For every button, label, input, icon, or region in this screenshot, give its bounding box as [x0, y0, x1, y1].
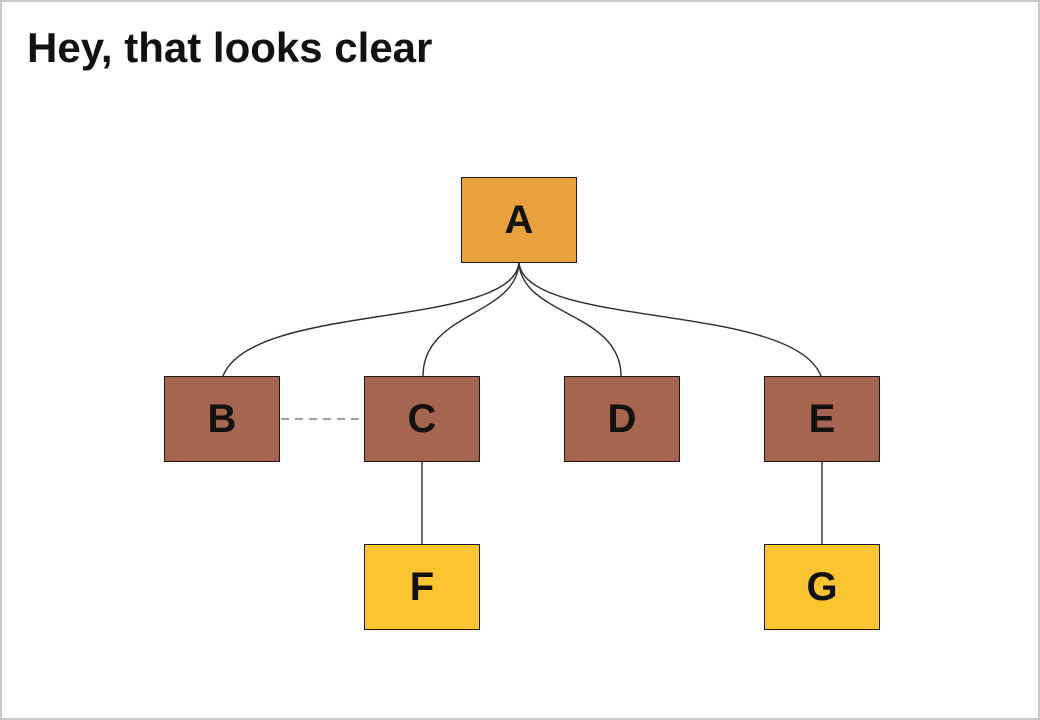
node-f[interactable]: F	[364, 544, 480, 630]
edge-a-d	[518, 262, 622, 377]
edge-a-c	[422, 262, 520, 377]
edge-a-e	[518, 262, 822, 377]
node-g-label: G	[806, 564, 838, 609]
node-a[interactable]: A	[461, 177, 577, 263]
node-e[interactable]: E	[764, 376, 880, 462]
node-g[interactable]: G	[764, 544, 880, 630]
node-b-label: B	[207, 396, 237, 441]
node-d-label: D	[607, 396, 637, 441]
node-b[interactable]: B	[164, 376, 280, 462]
node-f-label: F	[409, 564, 435, 609]
node-e-label: E	[808, 396, 836, 441]
edge-a-b	[222, 262, 520, 377]
node-a-label: A	[504, 197, 534, 242]
diagram-title: Hey, that looks clear	[27, 24, 433, 71]
node-c-label: C	[407, 396, 437, 441]
node-d[interactable]: D	[564, 376, 680, 462]
node-c[interactable]: C	[364, 376, 480, 462]
